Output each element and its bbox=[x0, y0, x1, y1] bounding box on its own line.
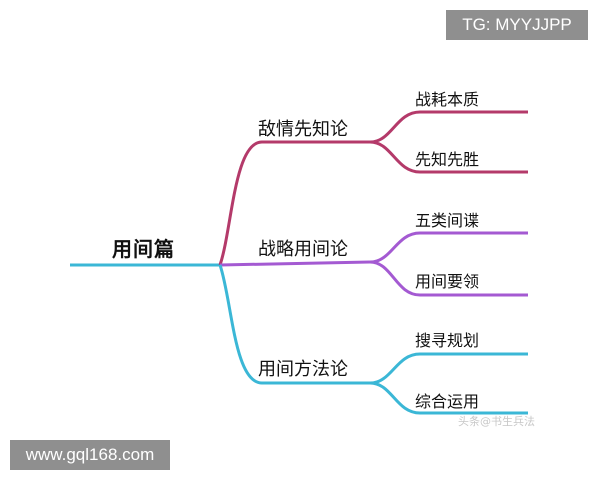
leaf-node-1-1: 战耗本质 bbox=[415, 90, 480, 109]
leaf-node-1-2: 先知先胜 bbox=[415, 150, 480, 169]
branch-2-leaf-2-connector bbox=[369, 260, 528, 297]
root-node: 用间篇 bbox=[112, 237, 175, 261]
branch-3-connector bbox=[218, 264, 370, 385]
faint-credit-watermark: 头条@书生兵法 bbox=[458, 415, 535, 428]
branch-1-connector bbox=[218, 140, 370, 266]
branch-3-leaf-1-connector bbox=[369, 352, 528, 385]
branch-1-leaf-2-connector bbox=[369, 140, 528, 174]
branch-node-1: 敌情先知论 bbox=[258, 119, 348, 140]
leaf-node-2-2: 用间要领 bbox=[415, 272, 480, 291]
branch-2-leaf-1-connector bbox=[369, 231, 528, 264]
leaf-node-3-2: 综合运用 bbox=[415, 392, 480, 411]
branch-3-leaf-2-connector bbox=[369, 381, 528, 415]
leaf-node-3-1: 搜寻规划 bbox=[415, 331, 480, 350]
leaf-node-2-1: 五类间谍 bbox=[415, 211, 480, 230]
branch-2-connector bbox=[219, 260, 371, 267]
branch-1-leaf-1-connector bbox=[369, 110, 528, 144]
watermark-top-right: TG: MYYJJPP bbox=[446, 10, 588, 40]
branch-node-3: 用间方法论 bbox=[258, 359, 348, 380]
branch-node-2: 战略用间论 bbox=[258, 239, 348, 260]
watermark-bottom-left: www.gql168.com bbox=[10, 440, 170, 470]
